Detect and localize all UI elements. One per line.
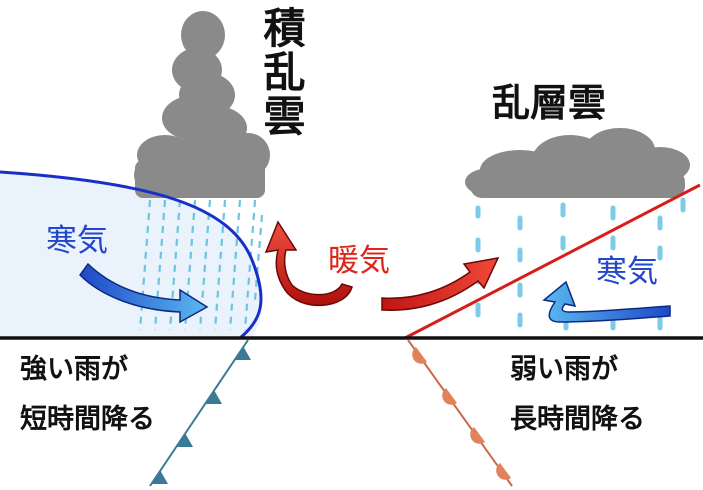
cold-front-triangles <box>152 346 251 484</box>
warm-front-rain-line2: 長時間降る <box>510 404 645 435</box>
cold-air-label-left: 寒気 <box>46 223 108 259</box>
warm-front-semicircles <box>412 347 511 480</box>
cold-air-arrow-left <box>79 262 209 324</box>
cumulonimbus-label: 積乱雲 <box>257 6 306 138</box>
warm-air-arrow-right <box>381 257 500 311</box>
cumulonimbus-cloud <box>134 11 270 198</box>
cold-air-mass-left <box>0 172 262 338</box>
cold-front-boundary <box>0 170 263 340</box>
warm-front-boundary <box>404 183 701 340</box>
cold-air-arrow-right <box>542 280 671 323</box>
warm-air-rising-arrow <box>264 220 353 307</box>
cold-front-rain-line1: 強い雨が <box>20 354 128 385</box>
warm-air-label: 暖気 <box>328 243 390 279</box>
nimbostratus-label: 乱層雲 <box>492 81 607 125</box>
warm-front-symbol-line <box>407 339 513 487</box>
cold-air-label-right: 寒気 <box>596 254 658 290</box>
cold-front-rain-line2: 短時間降る <box>20 404 155 435</box>
cold-front-symbol-line <box>149 339 249 487</box>
nimbostratus-cloud <box>465 128 690 198</box>
warm-front-rain-line1: 弱い雨が <box>510 354 618 385</box>
